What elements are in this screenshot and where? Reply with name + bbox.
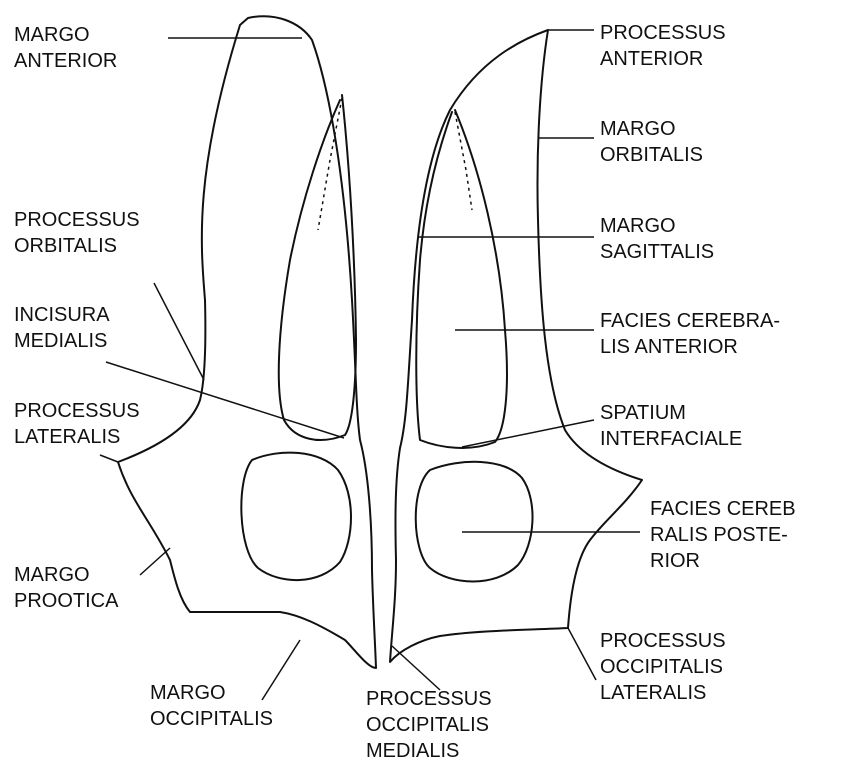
left-facies-anterior [279, 95, 356, 440]
leader-processus-lateralis [100, 455, 118, 462]
left-facies-posterior [241, 453, 351, 581]
leader-processus-occipitalis-lateralis [568, 628, 596, 680]
leader-incisura-medialis [106, 362, 344, 438]
leader-margo-prootica [140, 548, 170, 575]
leader-processus-orbitalis [154, 283, 204, 380]
left-bone-outline [118, 16, 376, 668]
right-facies-posterior [416, 462, 533, 582]
right-facies-anterior [416, 110, 507, 448]
leader-processus-occipitalis-medialis [392, 646, 440, 690]
label-facies-cerebralis-anterior: FACIES CEREBRA-LIS ANTERIOR [600, 308, 780, 360]
right-dashed-margin [455, 112, 472, 210]
